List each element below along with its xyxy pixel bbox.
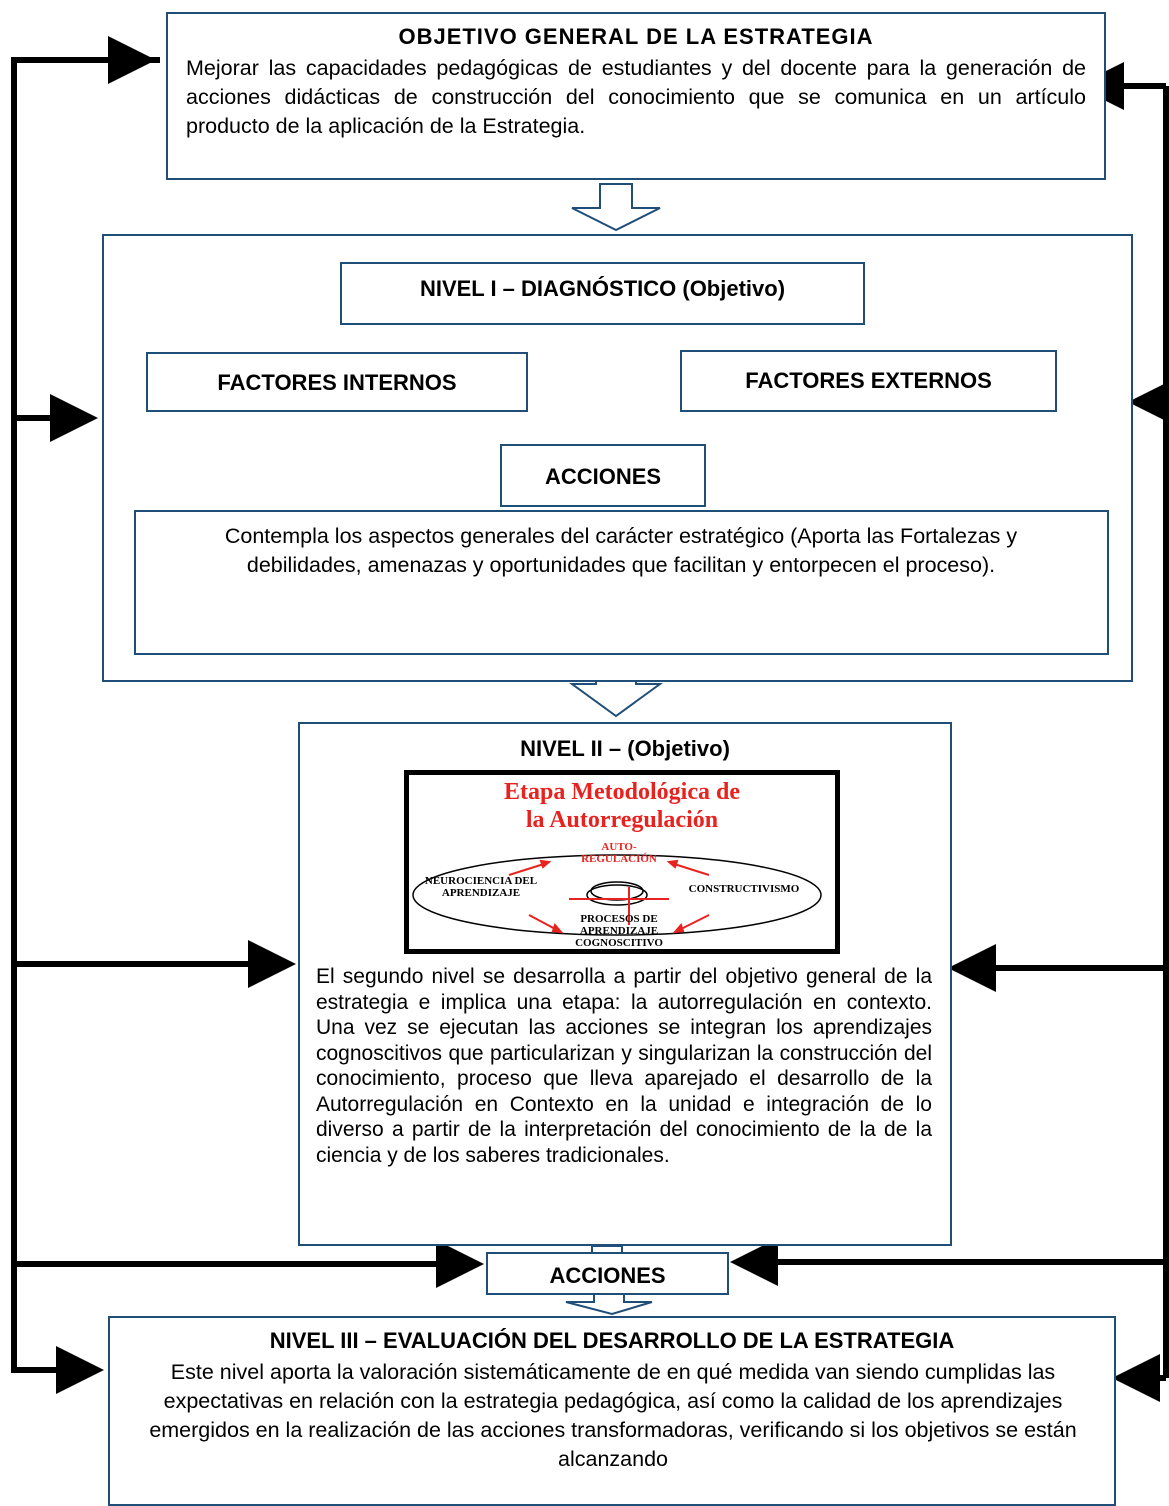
figure-cycle-graphic xyxy=(412,854,822,936)
nivel3-description: Este nivel aporta la valoración sistemát… xyxy=(149,1360,1077,1471)
factores-internos-box: FACTORES INTERNOS xyxy=(146,352,528,412)
nivel1-description-box: Contempla los aspectos generales del car… xyxy=(134,510,1109,655)
node-autoregulacion: AUTO-REGULACIÓN xyxy=(581,841,657,865)
objetivo-general-text: Mejorar las capacidades pedagógicas de e… xyxy=(186,56,1086,138)
down-arrow-1 xyxy=(571,183,661,232)
objetivo-general-title: OBJETIVO GENERAL DE LA ESTRATEGIA xyxy=(398,24,874,49)
acciones-label-2: ACCIONES xyxy=(549,1263,666,1288)
nivel1-title-box: NIVEL I – DIAGNÓSTICO (Objetivo) xyxy=(340,262,865,325)
nivel1-title: NIVEL I – DIAGNÓSTICO (Objetivo) xyxy=(419,276,786,301)
nivel1-acciones-label: ACCIONES xyxy=(544,464,662,489)
acciones-box-2: ACCIONES xyxy=(486,1252,729,1295)
nivel3-title: NIVEL III – EVALUACIÓN DEL DESARROLLO DE… xyxy=(269,1328,955,1353)
factores-internos-label: FACTORES INTERNOS xyxy=(217,370,457,395)
node-procesos: PROCESOS DE APRENDIZAJE COGNOSCITIVO xyxy=(575,913,663,949)
node-constructivismo: CONSTRUCTIVISMO xyxy=(688,883,800,895)
nivel3-container: NIVEL III – EVALUACIÓN DEL DESARROLLO DE… xyxy=(108,1316,1116,1506)
nivel1-acciones-box: ACCIONES xyxy=(500,444,706,507)
autorregulacion-figure: Etapa Metodológica de la Autorregulación… xyxy=(404,770,840,954)
nivel2-title: NIVEL II – (Objetivo) xyxy=(520,736,730,761)
node-neurociencia: NEUROCIENCIA DEL APRENDIZAJE xyxy=(424,875,538,899)
factores-externos-box: FACTORES EXTERNOS xyxy=(680,350,1057,412)
nivel2-container: NIVEL II – (Objetivo) Etapa Metodológica… xyxy=(298,722,952,1246)
figure-title-line1: Etapa Metodológica de xyxy=(504,779,740,805)
nivel2-description: El segundo nivel se desarrolla a partir … xyxy=(316,965,932,1167)
figure-title-line2: la Autorregulación xyxy=(525,807,719,833)
objetivo-general-box: OBJETIVO GENERAL DE LA ESTRATEGIA Mejora… xyxy=(166,12,1106,180)
right-feedback-loop xyxy=(730,62,1169,1402)
nivel1-description: Contempla los aspectos generales del car… xyxy=(224,524,1018,577)
down-arrow-4 xyxy=(565,1291,653,1316)
factores-externos-label: FACTORES EXTERNOS xyxy=(745,368,992,393)
